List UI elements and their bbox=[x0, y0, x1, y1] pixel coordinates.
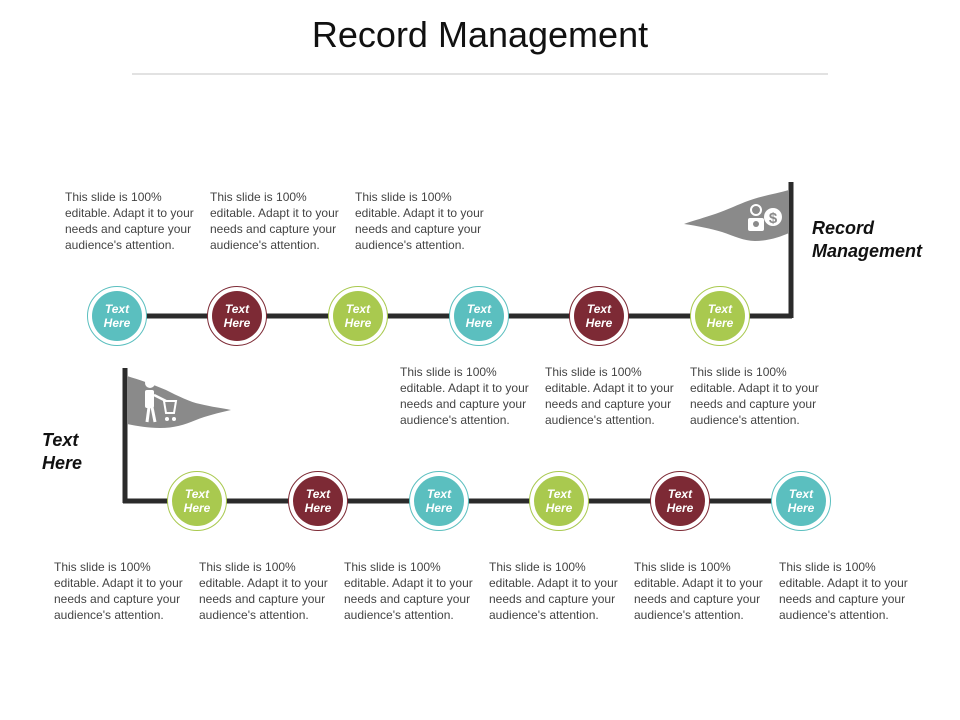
top-desc-above-1: This slide is 100% editable. Adapt it to… bbox=[65, 190, 194, 252]
top-node-2-label: Text Here bbox=[212, 291, 262, 341]
bottom-desc-5: This slide is 100% editable. Adapt it to… bbox=[634, 560, 763, 622]
title-divider bbox=[132, 73, 828, 75]
bottom-node-5: Text Here bbox=[650, 471, 710, 531]
top-desc-below-1: This slide is 100% editable. Adapt it to… bbox=[400, 365, 529, 427]
bottom-node-6-label: Text Here bbox=[776, 476, 826, 526]
top-desc-above-2: This slide is 100% editable. Adapt it to… bbox=[210, 190, 339, 252]
top-node-3: Text Here bbox=[328, 286, 388, 346]
top-node-6-label: Text Here bbox=[695, 291, 745, 341]
bottom-node-5-label: Text Here bbox=[655, 476, 705, 526]
slide-title: Record Management bbox=[311, 14, 649, 55]
bottom-flag bbox=[127, 376, 231, 428]
top-node-5-label: Text Here bbox=[574, 291, 624, 341]
bottom-node-2: Text Here bbox=[288, 471, 348, 531]
top-desc-above-3: This slide is 100% editable. Adapt it to… bbox=[355, 190, 484, 252]
bottom-desc-1: This slide is 100% editable. Adapt it to… bbox=[54, 560, 183, 622]
top-desc-below-2: This slide is 100% editable. Adapt it to… bbox=[545, 365, 674, 427]
top-node-6: Text Here bbox=[690, 286, 750, 346]
bottom-node-2-label: Text Here bbox=[293, 476, 343, 526]
top-node-2: Text Here bbox=[207, 286, 267, 346]
shopping-cart-person-icon bbox=[145, 378, 178, 423]
bottom-node-1-label: Text Here bbox=[172, 476, 222, 526]
bottom-desc-4: This slide is 100% editable. Adapt it to… bbox=[489, 560, 618, 622]
bottom-node-6: Text Here bbox=[771, 471, 831, 531]
bottom-desc-6: This slide is 100% editable. Adapt it to… bbox=[779, 560, 908, 622]
top-node-5: Text Here bbox=[569, 286, 629, 346]
top-node-3-label: Text Here bbox=[333, 291, 383, 341]
bottom-node-4: Text Here bbox=[529, 471, 589, 531]
svg-text:$: $ bbox=[769, 210, 778, 227]
bottom-node-1: Text Here bbox=[167, 471, 227, 531]
top-desc-below-3: This slide is 100% editable. Adapt it to… bbox=[690, 365, 819, 427]
top-node-1-label: Text Here bbox=[92, 291, 142, 341]
top-node-1: Text Here bbox=[87, 286, 147, 346]
money-bag-icon: $ bbox=[748, 204, 782, 231]
bottom-desc-2: This slide is 100% editable. Adapt it to… bbox=[199, 560, 328, 622]
top-node-4-label: Text Here bbox=[454, 291, 504, 341]
bottom-node-3: Text Here bbox=[409, 471, 469, 531]
top-node-4: Text Here bbox=[449, 286, 509, 346]
bottom-side-label: Text Here bbox=[42, 430, 83, 473]
top-side-label: Record Management bbox=[812, 218, 923, 261]
bottom-node-3-label: Text Here bbox=[414, 476, 464, 526]
bottom-node-4-label: Text Here bbox=[534, 476, 584, 526]
bottom-desc-3: This slide is 100% editable. Adapt it to… bbox=[344, 560, 473, 622]
